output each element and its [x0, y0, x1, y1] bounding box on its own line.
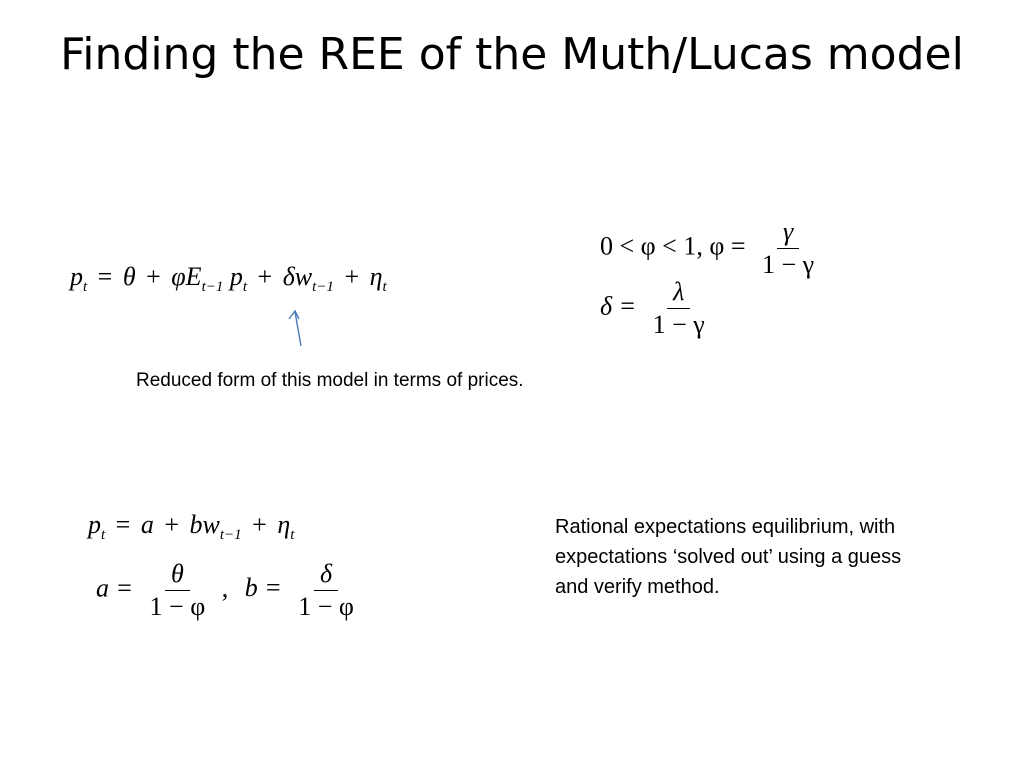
- eq-main-eta: η: [369, 262, 383, 291]
- eq-main-p: p: [229, 262, 243, 291]
- eq-main-p-sub: t: [242, 279, 248, 295]
- ree-lhs: p: [88, 510, 101, 539]
- eq-main-theta: θ: [122, 262, 136, 291]
- ree-b-den: 1 − φ: [298, 592, 354, 621]
- eq-main-phi-e-sub: t−1: [201, 279, 224, 295]
- ree-a-num: θ: [164, 560, 190, 591]
- params-line2-lhs: δ =: [600, 291, 637, 321]
- caption-ree: Rational expectations equilibrium, with …: [555, 516, 902, 598]
- eq-main-plus-2: +: [257, 262, 273, 291]
- pointer-arrow-icon: [288, 309, 302, 347]
- ree-b-fraction: δ 1 − φ: [292, 560, 360, 621]
- eq-main-lhs-sub: t: [83, 279, 88, 295]
- eq-main-lhs: p: [70, 262, 83, 291]
- ree-lhs-sub: t: [101, 527, 106, 543]
- equation-ree-line1: pt = a + bwt−1 + ηt: [88, 510, 294, 544]
- ree-a-lhs: a =: [96, 573, 134, 603]
- eq-main-equals: =: [97, 262, 113, 291]
- ree-b-lhs: b =: [244, 573, 282, 603]
- equation-main: pt = θ + φEt−1 pt + δwt−1 + ηt: [70, 262, 387, 296]
- ree-b-num: δ: [314, 560, 339, 591]
- params-line1-den: 1 − γ: [762, 250, 815, 279]
- caption-reduced-form: Reduced form of this model in terms of p…: [136, 370, 524, 391]
- ree-eta: η: [277, 510, 291, 539]
- ree-bw-sub: t−1: [219, 527, 242, 543]
- equation-params-line1: 0 < φ < 1, φ = γ 1 − γ: [600, 218, 824, 279]
- slide-title: Finding the REE of the Muth/Lucas model: [60, 29, 964, 80]
- eq-main-eta-sub: t: [382, 279, 387, 295]
- eq-main-plus-1: +: [146, 262, 161, 291]
- eq-main-delta-w-sub: t−1: [312, 279, 334, 295]
- ree-a-den: 1 − φ: [149, 592, 206, 621]
- params-line1-fraction: γ 1 − γ: [756, 218, 820, 279]
- ree-bw: bw: [189, 510, 220, 539]
- eq-main-phi-e: φE: [171, 262, 202, 291]
- params-line2-den: 1 − γ: [652, 310, 705, 339]
- eq-main-delta-w: δw: [282, 262, 313, 291]
- ree-plus-2: +: [252, 510, 267, 539]
- ree-eta-sub: t: [290, 527, 295, 543]
- ree-equals: =: [115, 510, 131, 539]
- ree-a-fraction: θ 1 − φ: [144, 560, 212, 621]
- equation-ree-line2: a = θ 1 − φ , b = δ 1 − φ: [96, 560, 364, 621]
- params-line1-num: γ: [776, 218, 800, 249]
- ree-separator: ,: [221, 573, 229, 603]
- params-line2-fraction: λ 1 − γ: [647, 278, 711, 339]
- ree-a: a: [140, 510, 154, 539]
- params-line2-num: λ: [667, 278, 691, 309]
- ree-plus-1: +: [164, 510, 180, 539]
- eq-main-plus-3: +: [344, 262, 360, 291]
- equation-params-line2: δ = λ 1 − γ: [600, 278, 715, 339]
- params-line1-prefix: 0 < φ < 1, φ =: [600, 231, 746, 261]
